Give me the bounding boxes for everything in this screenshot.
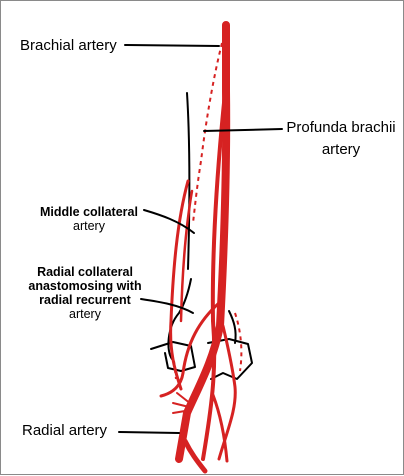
label-radial-coll-line3: radial recurrent xyxy=(23,293,147,307)
leader-brachial xyxy=(125,45,219,46)
anastomosis-twigs xyxy=(173,393,191,413)
label-radial-coll-line1: Radial collateral xyxy=(23,265,147,279)
label-radial-coll-line4: artery xyxy=(23,307,147,321)
leader-profunda xyxy=(204,129,282,131)
label-radial-coll-line2: anastomosing with xyxy=(23,279,147,293)
elbow-outline-right xyxy=(229,311,236,343)
label-middle-collateral: Middle collateral artery xyxy=(29,205,149,233)
label-profunda-line2: artery xyxy=(284,142,398,159)
label-middle-line1: Middle collateral xyxy=(29,205,149,219)
artery-network xyxy=(161,25,235,471)
label-middle-line2: artery xyxy=(29,219,149,233)
label-brachial-artery: Brachial artery xyxy=(20,38,117,55)
dashed-vessels xyxy=(174,43,241,379)
label-radial-collateral: Radial collateral anastomosing with radi… xyxy=(23,265,147,321)
label-profunda-line1: Profunda brachii xyxy=(284,120,398,137)
label-profunda-brachii: Profunda brachii artery xyxy=(284,120,398,159)
label-radial-artery: Radial artery xyxy=(22,423,107,440)
limb-outline xyxy=(151,93,252,379)
ulnar-collateral-loop xyxy=(219,326,235,459)
leader-radial xyxy=(119,432,179,433)
